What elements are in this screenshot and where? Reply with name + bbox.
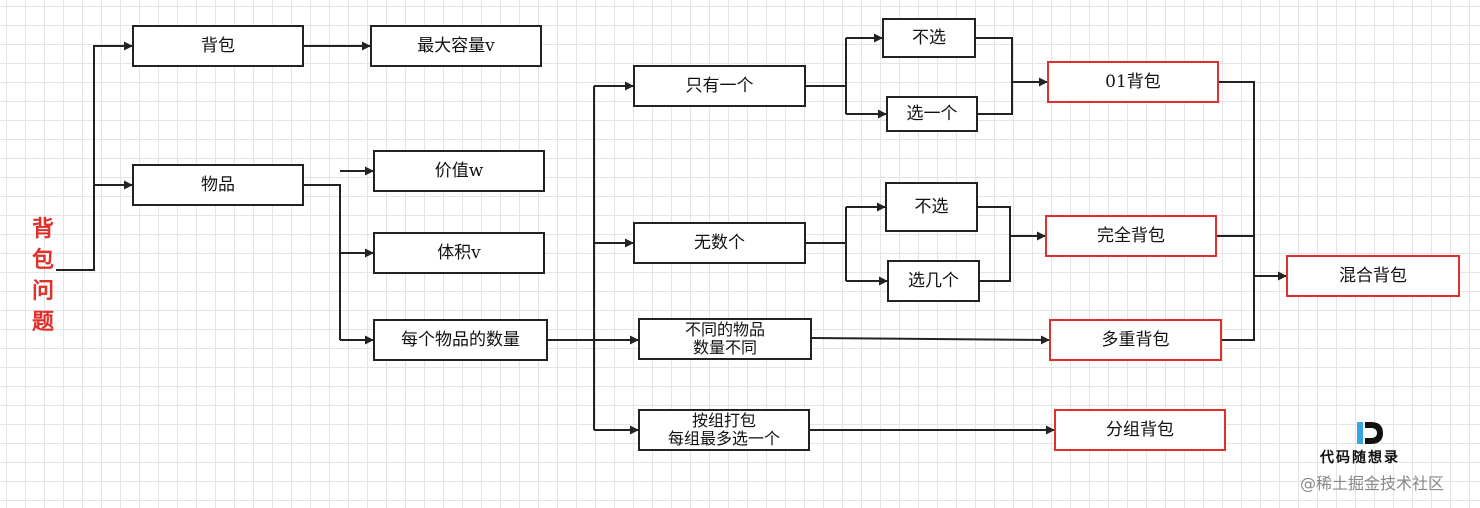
node-only-one: 只有一个 [633, 65, 806, 107]
node-choose-several: 选几个 [887, 260, 980, 302]
root-char: 背 [31, 216, 54, 242]
watermark-brand: 代码随想录 [1320, 450, 1400, 466]
node-value: 价值w [373, 150, 545, 192]
root-char: 包 [31, 247, 54, 273]
node-unlimited: 无数个 [633, 222, 806, 264]
edge-unl-split [806, 207, 847, 281]
root-char: 题 [31, 309, 54, 335]
node-choose-one: 选一个 [886, 96, 978, 132]
brand-logo-icon [1357, 422, 1383, 444]
node-max-capacity: 最大容量v [370, 25, 542, 67]
node-bag: 背包 [132, 25, 304, 67]
edge-count-split [548, 86, 595, 430]
node-group-pack-line: 按组打包 [691, 411, 756, 430]
node-different-counts: 不同的物品 数量不同 [638, 318, 812, 360]
edge-to-mixed [1217, 81, 1286, 341]
node-01-knapsack: 01背包 [1047, 61, 1219, 103]
node-item-count: 每个物品的数量 [373, 319, 548, 361]
node-mixed-knapsack: 混合背包 [1286, 255, 1460, 297]
edge-merge-01 [976, 37, 1047, 115]
node-items: 物品 [132, 164, 304, 206]
node-volume: 体积v [373, 232, 545, 274]
node-different-counts-line: 数量不同 [692, 338, 757, 357]
node-group-pack-line: 每组最多选一个 [667, 429, 780, 448]
node-complete-knapsack: 完全背包 [1045, 215, 1217, 257]
node-group-knapsack: 分组背包 [1054, 409, 1226, 451]
edge-root-bag [56, 41, 133, 271]
node-different-counts-line: 不同的物品 [684, 320, 765, 339]
root-char: 问 [31, 278, 54, 304]
edge-one-split [806, 38, 847, 114]
node-not-choose: 不选 [882, 18, 976, 58]
edge-merge-complete [978, 206, 1045, 282]
edge-diff-multiple [811, 335, 1050, 345]
root-label-knapsack-problem: 背 包 问 题 [30, 214, 56, 338]
node-not-choose: 不选 [885, 182, 978, 232]
watermark-site: @稀土掘金技术社区 [1300, 474, 1445, 493]
node-multiple-knapsack: 多重背包 [1049, 319, 1222, 361]
edge-items-split [304, 184, 341, 340]
node-group-pack: 按组打包 每组最多选一个 [638, 409, 810, 451]
